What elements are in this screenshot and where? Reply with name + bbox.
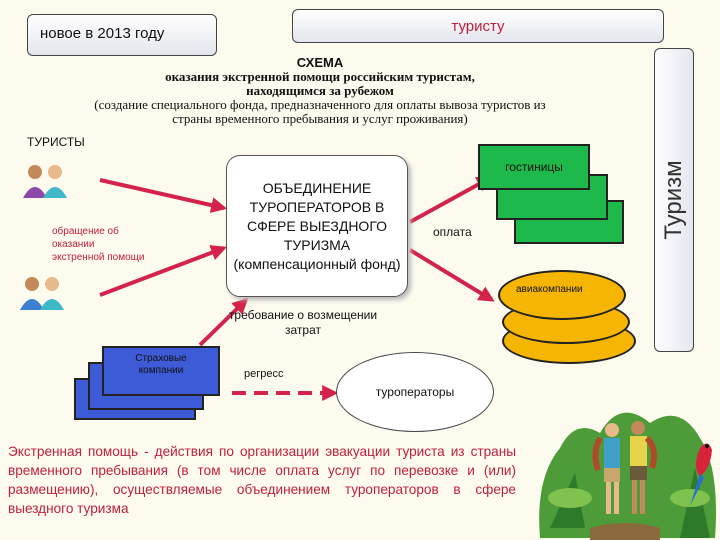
operators-union-fund-text: ОБЪЕДИНЕНИЕ ТУРОПЕРАТОРОВ В СФЕРЕ ВЫЕЗДН… — [233, 179, 401, 272]
side-tab-tourism[interactable]: Туризм — [654, 48, 694, 352]
tab-new-2013-label: новое в 2013 году — [40, 25, 165, 42]
jungle-foliage — [539, 412, 716, 538]
tourist-figure-left — [592, 423, 620, 514]
arrow-fund-to-airlines — [408, 248, 495, 302]
parrot-icon — [690, 443, 712, 506]
tab-tourist-label: туристу — [451, 17, 505, 35]
tour-operators-ellipse: туроператоры — [336, 352, 494, 432]
schema-title-line3: находящимся за рубежом — [246, 83, 394, 98]
tab-tourist[interactable]: туристу — [292, 9, 664, 43]
appeal-label-line3: экстренной помощи — [52, 252, 145, 263]
appeal-label-line1: обращение об — [52, 226, 119, 237]
payment-label: оплата — [433, 225, 472, 239]
tourist-figure-right — [630, 421, 658, 514]
schema-title: СХЕМА оказания экстренной помощи российс… — [20, 56, 620, 126]
appeal-label-line2: оказании — [52, 239, 95, 250]
operators-union-fund-box: ОБЪЕДИНЕНИЕ ТУРОПЕРАТОРОВ В СФЕРЕ ВЫЕЗДН… — [226, 155, 408, 297]
schema-title-line5: страны временного пребывания и услуг про… — [172, 111, 468, 126]
tourists-group-icon-1 — [23, 165, 67, 198]
airlines-card-1: авиакомпании — [498, 270, 626, 320]
hotels-card-1: гостиницы — [478, 144, 590, 190]
arrow-tourists-to-fund-1 — [99, 178, 228, 213]
arrow-fund-to-hotels — [409, 176, 493, 224]
schema-title-line4: (создание специального фонда, предназнач… — [94, 97, 546, 112]
emergency-help-definition: Экстренная помощь - действия по организа… — [8, 444, 516, 516]
tab-new-2013[interactable]: новое в 2013 году — [27, 14, 217, 56]
tour-operators-label: туроператоры — [375, 385, 455, 399]
insurance-card-1: Страховые компании — [102, 346, 220, 396]
insurance-label: Страховые компании — [135, 353, 187, 376]
schema-title-line2: оказания экстренной помощи российским ту… — [165, 69, 475, 84]
arrow-tourists-to-fund-2 — [99, 245, 227, 297]
appeal-label: обращение об оказании экстренной помощи — [52, 225, 202, 264]
tourists-jungle-illustration — [530, 378, 720, 540]
tourists-label: ТУРИСТЫ — [27, 135, 85, 149]
regress-label: регресс — [244, 368, 284, 380]
hotels-label: гостиницы — [505, 160, 563, 174]
claim-label: требование о возмещении затрат — [228, 308, 378, 337]
tourists-group-icon-2 — [20, 277, 64, 310]
schema-title-line1: СХЕМА — [296, 55, 344, 70]
arrow-insurance-to-fund — [198, 297, 249, 347]
airlines-label: авиакомпании — [516, 284, 583, 295]
